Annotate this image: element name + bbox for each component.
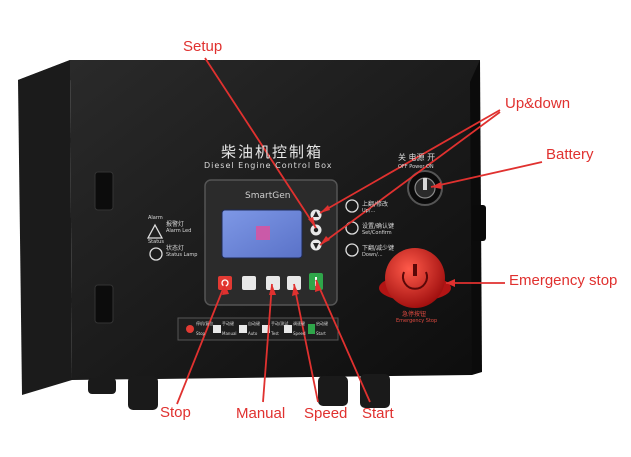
controller-brand: SmartGen — [245, 191, 291, 201]
callout-manual: Manual — [236, 405, 286, 422]
indicator-icons — [146, 223, 164, 261]
callout-start: Start — [362, 405, 394, 422]
legend-item-en: Start — [316, 331, 326, 336]
emergency-stop-button-icon — [385, 248, 445, 308]
legend-item-en: Manual — [222, 331, 237, 336]
estop-label-en: Emergency Stop — [396, 318, 438, 324]
legend-item: 停机/复位 — [196, 321, 214, 326]
legend-item: 自动键 — [248, 321, 260, 326]
callout-setup: Setup — [183, 38, 223, 55]
down-label-icon — [345, 243, 359, 257]
up-label-en: Up/... — [362, 208, 376, 214]
alarm-label-cn: 报警灯 — [166, 221, 185, 228]
callout-lines — [176, 57, 543, 405]
legend-item: 调速键 — [293, 321, 305, 326]
estop-label-cn: 急停按钮 — [402, 311, 427, 318]
alarm-label-en: Alarm — [148, 215, 163, 221]
manual-button-icon — [266, 276, 280, 290]
side-latch — [472, 205, 486, 241]
setup-line — [204, 57, 317, 229]
hinge-top — [94, 171, 114, 211]
legend-item: 手动键 — [222, 321, 234, 326]
box-title-en: Diesel Engine Control Box — [204, 161, 333, 170]
status-label-en: Status — [148, 239, 164, 245]
alarm-sub-label: Alarm Led — [166, 228, 192, 234]
up-label-icon — [345, 199, 359, 213]
stop-button-icon — [218, 276, 232, 290]
hinge-bottom — [94, 284, 114, 324]
callout-arrowheads — [222, 182, 455, 296]
legend-item-en: Test — [271, 331, 279, 336]
status-lamp-icon — [149, 247, 163, 261]
set-label-en: Set/Confirm — [362, 230, 392, 236]
legend-item: 手动/测试 — [271, 321, 289, 326]
callout-emergency-stop: Emergency stop — [509, 272, 618, 289]
legend-item-en: Stop — [196, 331, 206, 336]
lcd-indicator — [256, 226, 270, 240]
auto-button-icon — [242, 276, 256, 290]
speed-button-icon — [287, 276, 301, 290]
set-label-cn: 设置/确认键 — [362, 223, 395, 230]
alarm-led-icon — [146, 223, 164, 239]
down-label-en: Down/... — [362, 252, 383, 258]
legend-item: 启动键 — [316, 321, 328, 326]
legend-item-en: Speed — [293, 331, 306, 336]
box-left-face — [18, 60, 72, 395]
mode-buttons — [218, 273, 323, 290]
power-label-cn: 关 电源 开 — [398, 153, 436, 162]
box-title-cn: 柴油机控制箱 — [221, 143, 324, 161]
legend-icons — [186, 324, 315, 334]
navigation-buttons — [310, 209, 322, 251]
power-label-en: OFF Power ON — [398, 164, 434, 170]
callout-speed: Speed — [304, 405, 348, 422]
status-label-cn: 状态灯 — [166, 245, 185, 252]
legend-item-en: Auto — [248, 331, 258, 336]
callout-updown: Up&down — [505, 95, 571, 112]
up-label-cn: 上翻/修改 — [362, 201, 389, 208]
status-sub-label: Status Lamp — [166, 252, 198, 258]
callout-battery: Battery — [546, 146, 594, 163]
cable-glands — [88, 374, 390, 410]
down-label-cn: 下翻/减少键 — [362, 245, 395, 252]
callout-stop: Stop — [160, 404, 191, 421]
